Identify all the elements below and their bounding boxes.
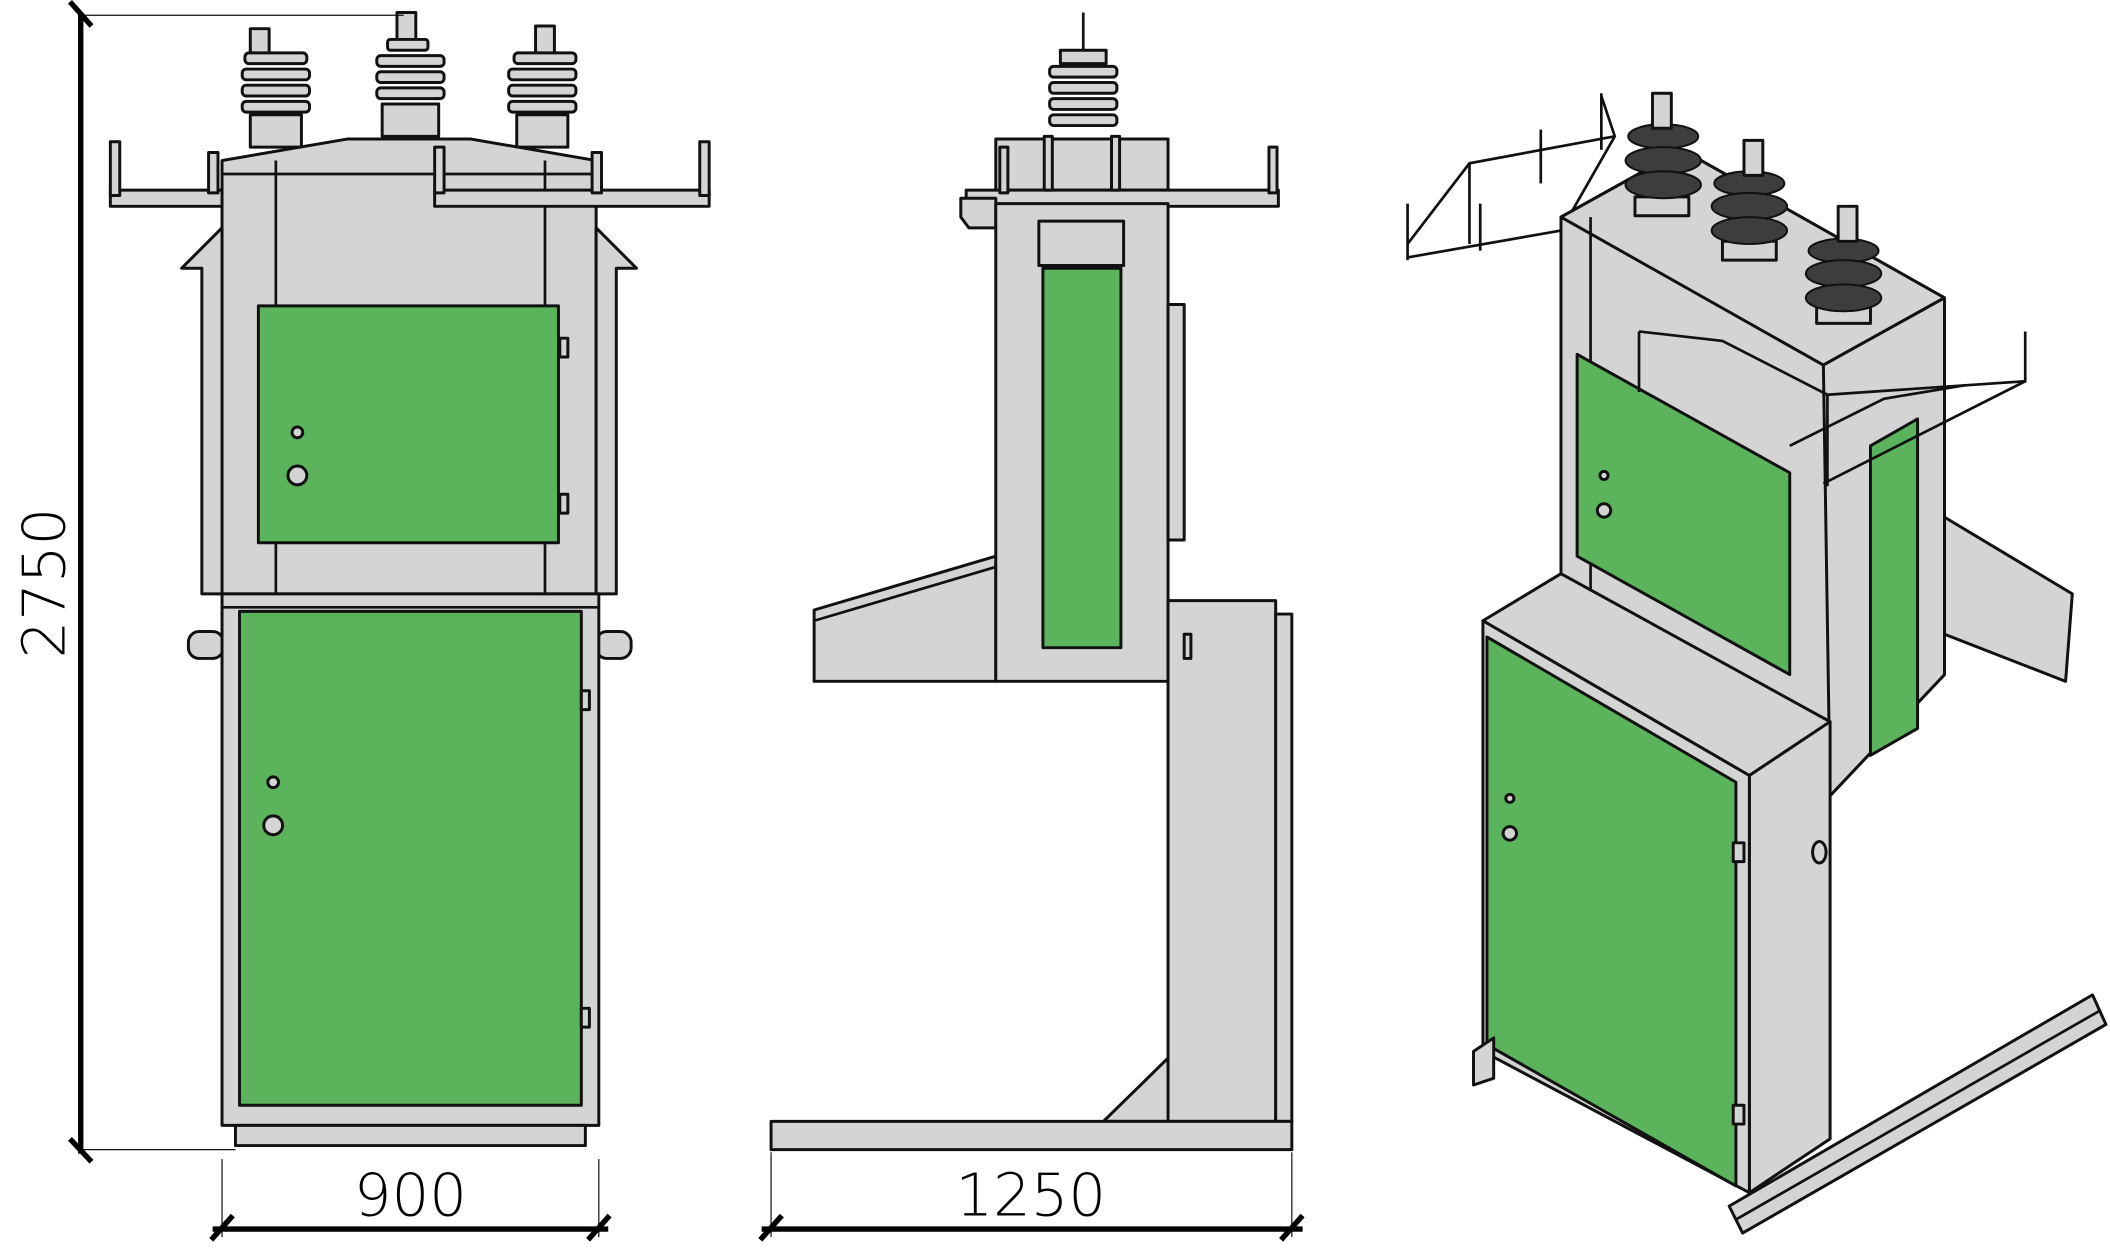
lower-door[interactable] xyxy=(238,609,583,1107)
iso-lower-door[interactable] xyxy=(1485,635,1738,1188)
height-dimension: 2750 xyxy=(10,0,404,1164)
support-column xyxy=(1166,599,1278,1123)
iso-door-lock[interactable] xyxy=(1501,825,1519,842)
side-view xyxy=(769,12,1294,1152)
iso-insulators xyxy=(1624,91,1883,325)
door-lock[interactable] xyxy=(286,464,309,487)
depth-dimension: 1250 xyxy=(758,1152,1305,1242)
insulator-center xyxy=(375,11,446,138)
mounting-frame-back xyxy=(1406,93,1617,261)
iso-upper-door[interactable] xyxy=(1575,352,1792,677)
insulator-right xyxy=(507,24,578,149)
upper-door[interactable] xyxy=(256,304,560,545)
side-base xyxy=(769,1119,1294,1152)
depth-label: 1250 xyxy=(955,1161,1106,1230)
mounting-frame-front xyxy=(1637,324,2027,487)
isometric-view xyxy=(1406,91,2108,1235)
front-view xyxy=(108,11,711,1148)
mounting-rail-right xyxy=(433,140,711,208)
mounting-rail-left xyxy=(108,140,224,208)
width-label: 900 xyxy=(354,1161,467,1230)
lock-small xyxy=(290,425,305,440)
side-door[interactable] xyxy=(1041,266,1123,650)
width-dimension: 900 xyxy=(209,1159,612,1242)
base-frame xyxy=(234,1123,587,1148)
height-label: 2750 xyxy=(10,508,79,659)
insulator-left xyxy=(240,27,311,149)
lower-door-lock[interactable] xyxy=(262,814,285,837)
iso-side-door[interactable] xyxy=(1868,417,1920,757)
